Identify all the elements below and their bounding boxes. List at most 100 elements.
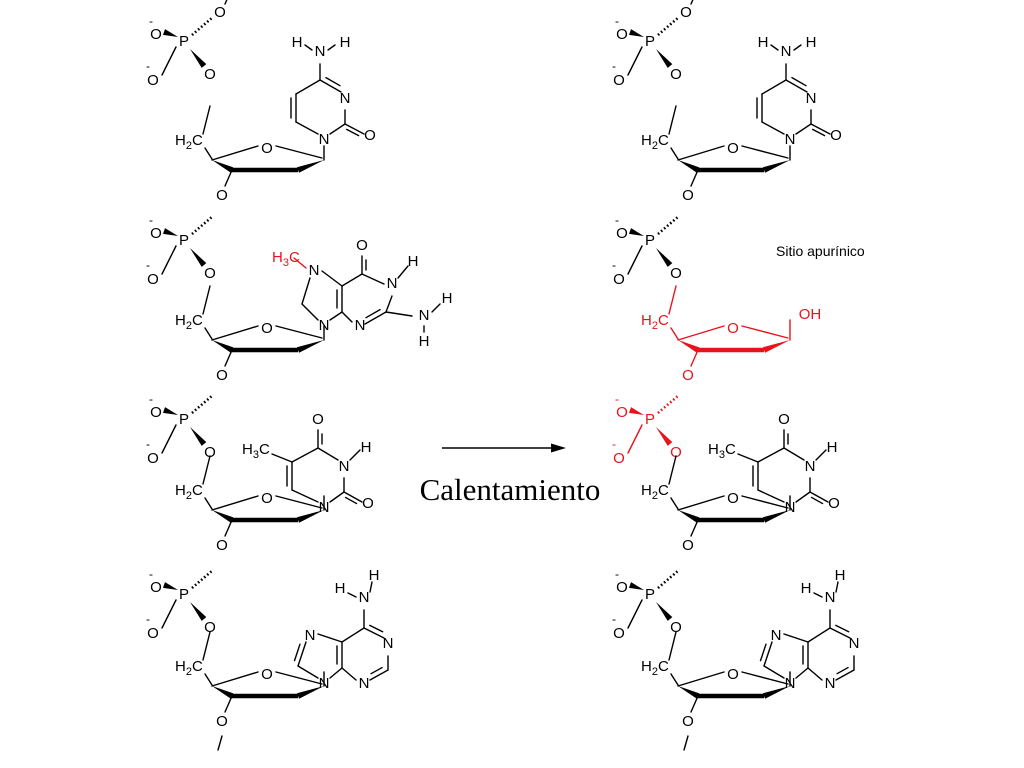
- ring-oxygen-atom: O: [261, 490, 273, 507]
- oxygen-atom: O: [216, 537, 228, 554]
- methyl-bond: [690, 0, 694, 5]
- n3-c4-bond: [341, 667, 357, 681]
- oxygen-atom: O: [613, 72, 625, 89]
- h2c-subscript: 2: [652, 666, 658, 678]
- o4-c1-bond: [275, 495, 323, 509]
- c5-methyl-group: H3C: [242, 441, 270, 461]
- negative-charge: -: [149, 213, 153, 227]
- h2c-group: H2C: [641, 312, 669, 332]
- c4-wedge-bond: [678, 340, 700, 353]
- c1-wedge-bond: [762, 340, 790, 353]
- ring-oxygen-atom: O: [727, 490, 739, 507]
- negative-charge: -: [146, 258, 150, 272]
- oxygen-atom: O: [613, 625, 625, 642]
- oxygen-atom: O: [616, 26, 628, 43]
- negative-charge: -: [615, 14, 619, 28]
- amino-hydrogen: H: [340, 34, 351, 51]
- n3-atom: N: [340, 90, 351, 107]
- p-o-bond: [627, 46, 643, 76]
- p-o-wedge-bond: [162, 407, 178, 415]
- h2c-carbon: C: [192, 312, 203, 329]
- amino-nitrogen: N: [359, 589, 370, 606]
- oxygen-atom: O: [147, 625, 159, 642]
- n7-atom: N: [305, 627, 316, 644]
- p-o-wedge-bond: [628, 582, 644, 590]
- ring-oxygen-atom: O: [261, 140, 273, 157]
- c4-o4-bond: [211, 325, 259, 341]
- c4-n9-bond: [329, 667, 343, 679]
- oxygen-atom: O: [216, 367, 228, 384]
- amino-hydrogen: H: [801, 580, 812, 597]
- n-h-bond: [793, 44, 802, 51]
- n-h-bond: [304, 44, 313, 51]
- c8-n7-bond-second: [759, 643, 767, 662]
- h2c-subscript: 2: [652, 490, 658, 502]
- negative-charge: -: [612, 59, 616, 73]
- oxygen-atom: O: [616, 579, 628, 596]
- n1-atom: N: [319, 131, 330, 148]
- oxygen-atom: O: [204, 444, 216, 461]
- o4-c1-bond: [741, 145, 789, 159]
- c4-wedge-bond: [678, 510, 700, 523]
- c2-n3-bond-second: [836, 666, 849, 675]
- ring-oxygen-atom: O: [261, 320, 273, 337]
- h2c-group: H2C: [175, 658, 203, 678]
- oxygen-atom: O: [204, 619, 216, 636]
- amino-hydrogen: H: [292, 34, 303, 51]
- carbonyl-oxygen: O: [364, 127, 376, 144]
- n-h-bond: [347, 592, 357, 598]
- c2-o-bond: [343, 491, 363, 503]
- negative-charge: -: [612, 437, 616, 451]
- o4-c1-bond: [275, 145, 323, 159]
- n-h-bond: [813, 592, 823, 598]
- n-h-bond: [835, 581, 839, 593]
- oxygen-atom: O: [670, 265, 682, 282]
- c3-o3-bond: [224, 695, 233, 713]
- ring-oxygen-atom: O: [727, 320, 739, 337]
- apurinic-site-label: Sitio apurínico: [776, 243, 865, 259]
- ring-oxygen-atom: O: [727, 140, 739, 157]
- methyl-carbon: C: [289, 249, 300, 266]
- c4-wedge-bond: [212, 510, 234, 523]
- p-o-wedge-bond: [190, 248, 207, 267]
- process-label: Calentamiento: [420, 472, 601, 507]
- negative-charge: -: [615, 392, 619, 406]
- h2c-subscript: 2: [186, 490, 192, 502]
- n9-atom: N: [319, 675, 330, 692]
- p-o-hashed-bond: [191, 16, 214, 36]
- h2c-hydrogen: H: [175, 132, 186, 149]
- h2c-carbon: C: [192, 482, 203, 499]
- n1-atom: N: [383, 635, 394, 652]
- c2-o-bond: [344, 123, 365, 135]
- n1-c6-bond: [761, 121, 785, 135]
- p-o-hashed-bond: [191, 394, 214, 414]
- hydroxyl-group: OH: [799, 306, 822, 323]
- reaction-arrow: [442, 443, 566, 453]
- c8-n7-bond-second: [293, 643, 301, 662]
- oxygen-atom: O: [670, 66, 682, 83]
- c1-wedge-bond: [296, 510, 324, 523]
- oxygen-atom: O: [616, 225, 628, 242]
- n3-c4-bond: [807, 667, 823, 681]
- n9-c8-bond: [763, 665, 785, 679]
- amino-nitrogen: N: [315, 43, 326, 60]
- h2c-hydrogen: H: [641, 312, 652, 329]
- n3-h-bond: [815, 449, 827, 461]
- c2-o-bond-second: [344, 496, 358, 505]
- methyl-hydrogen: H: [242, 441, 253, 458]
- n1-atom: N: [785, 131, 796, 148]
- phosphorus-atom: P: [179, 411, 189, 428]
- c5-c4-bond: [670, 673, 679, 686]
- h2c-carbon: C: [192, 132, 203, 149]
- h2c-hydrogen: H: [641, 658, 652, 675]
- c5-c6-bond: [807, 627, 831, 643]
- amino-hydrogen: H: [369, 567, 380, 584]
- n-h-bond: [770, 44, 779, 51]
- c3-o3-bond: [690, 519, 699, 537]
- c4-o4-bond: [211, 495, 259, 511]
- c5-c4-bond: [670, 147, 679, 160]
- c2-n1-bond: [329, 123, 346, 135]
- phosphorus-atom: P: [645, 411, 655, 428]
- p-o-wedge-bond: [656, 49, 673, 68]
